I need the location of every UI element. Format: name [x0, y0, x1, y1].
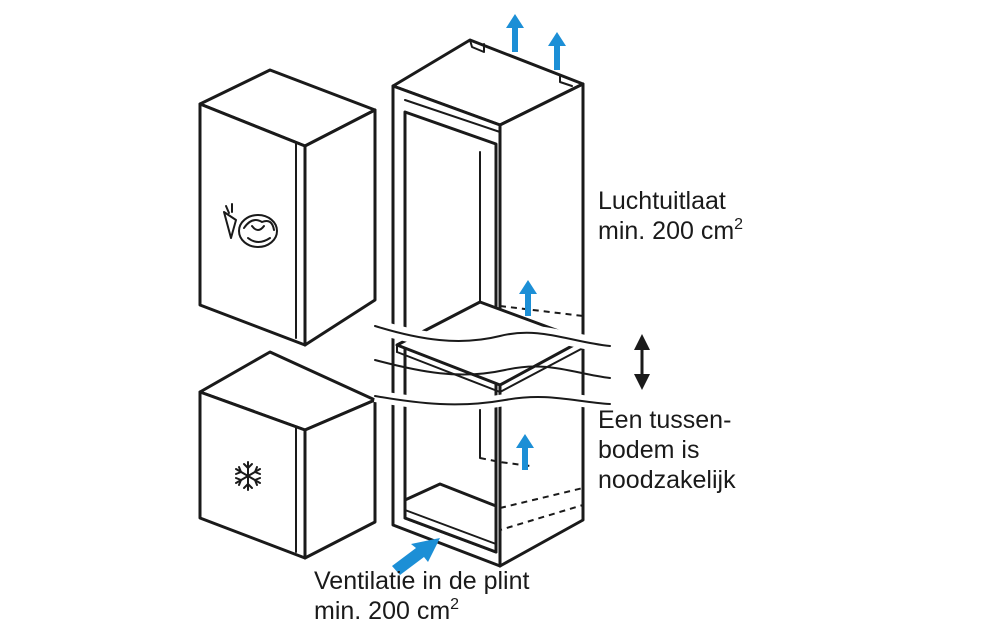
intermediate-shelf-label: Een tussen- bodem is noodzakelijk — [598, 406, 736, 494]
right-arrow-icon — [392, 538, 440, 575]
cabinet-niche — [391, 38, 585, 568]
up-arrow-icon — [548, 32, 566, 70]
double-arrow-icon — [634, 334, 650, 390]
airflow-arrows — [392, 14, 566, 575]
vegetables-icon — [223, 203, 278, 248]
air-outlet-label: Luchtuitlaat min. 200 cm2 — [598, 187, 744, 245]
plinth-ventilation-label: Ventilatie in de plint min. 200 cm2 — [314, 567, 530, 625]
up-arrow-icon — [519, 280, 537, 316]
freezer-appliance — [198, 350, 377, 560]
fridge-appliance — [198, 68, 377, 347]
break-lines — [372, 319, 611, 411]
up-arrow-icon — [506, 14, 524, 52]
up-arrow-icon — [516, 434, 534, 470]
snowflake-icon — [235, 461, 261, 491]
